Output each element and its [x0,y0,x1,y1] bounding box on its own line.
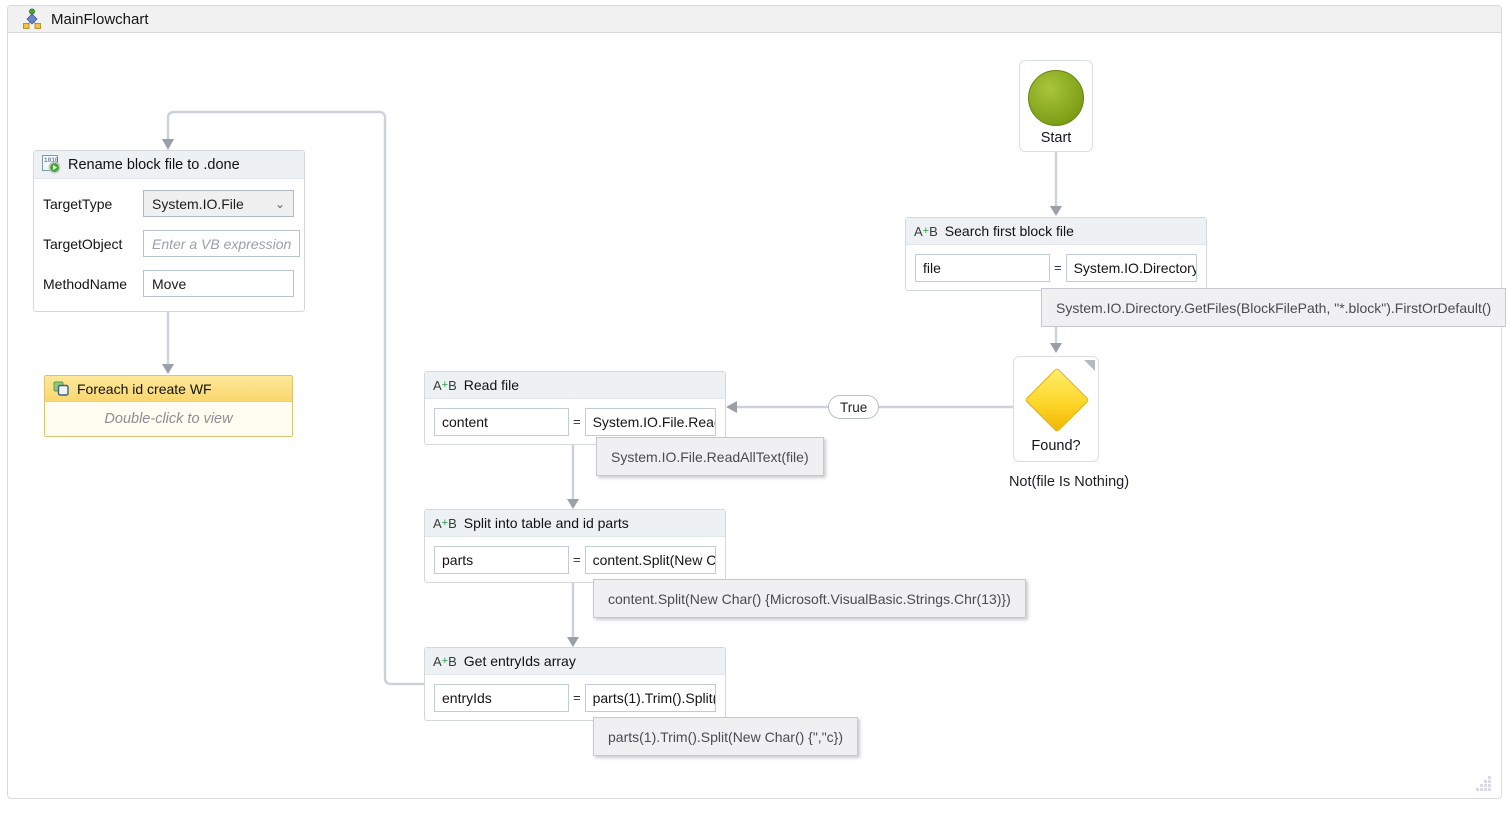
resize-grip[interactable] [1475,775,1493,793]
connector-rename-to-foreach[interactable] [162,312,174,374]
expression-tooltip-search: System.IO.Directory.GetFiles(BlockFilePa… [1041,288,1507,327]
target-object-field[interactable]: Enter a VB expression [143,230,301,257]
collapse-corner-icon[interactable] [1084,360,1095,371]
decision-condition-text: Not(file Is Nothing) [1008,474,1130,490]
assign-to-field[interactable]: file [915,253,1050,282]
decision-label: Found? [1031,438,1081,454]
method-name-label: MethodName [43,275,128,292]
assign-title: Get entryIds array [463,653,576,669]
assign-node-split-parts[interactable]: A+B Split into table and id parts parts … [424,509,726,583]
foreach-title: Foreach id create WF [77,380,212,397]
branch-true-label: True [828,395,880,419]
assign-value-field[interactable]: content.Split(New Char() {Microsoft.Visu… [584,545,716,574]
assign-icon: A+B [433,515,457,531]
flowchart-title: MainFlowchart [51,10,149,28]
assign-title: Read file [463,377,520,393]
connector-start-to-search[interactable] [1050,152,1062,216]
foreach-collapsed-hint[interactable]: Double-click to view [45,402,292,436]
assign-node-read-file[interactable]: A+B Read file content = System.IO.File.R… [424,371,726,445]
decision-diamond-icon [1024,367,1090,433]
expression-tooltip-read: System.IO.File.ReadAllText(file) [596,437,824,476]
decision-node-found[interactable]: Found? [1013,356,1099,462]
assign-icon: A+B [433,653,457,669]
invoke-method-title: Rename block file to .done [68,156,240,173]
flowchart-icon [23,8,41,29]
assign-to-field[interactable]: parts [434,545,569,574]
equals-sign: = [573,690,581,705]
assign-icon: A+B [914,223,938,239]
target-type-dropdown[interactable]: System.IO.File ⌄ [143,190,294,217]
method-name-field[interactable]: Move [143,270,294,297]
connector-entryids-to-rename-loop[interactable] [162,110,424,686]
assign-value-field[interactable]: parts(1).Trim().Split(New Char() {","c}) [584,683,716,712]
foreach-node-create-wf[interactable]: Foreach id create WF Double-click to vie… [44,375,293,437]
assign-value-field[interactable]: System.IO.File.ReadAllText(file) [584,407,716,436]
assign-to-field[interactable]: entryIds [434,683,569,712]
flowchart-breadcrumb[interactable]: MainFlowchart [8,6,1501,33]
invoke-method-icon: 1010 [42,155,61,174]
equals-sign: = [1054,260,1062,275]
connector-split-to-entryids[interactable] [567,583,579,647]
invoke-method-node-rename[interactable]: 1010 Rename block file to .done TargetTy… [33,150,305,312]
svg-text:1010: 1010 [44,157,59,164]
connector-read-to-split[interactable] [567,445,579,509]
assign-icon: A+B [433,377,457,393]
start-icon [1028,70,1084,126]
assign-title: Split into table and id parts [463,515,629,531]
expression-tooltip-entryids: parts(1).Trim().Split(New Char() {","c}) [593,717,858,756]
target-object-label: TargetObject [43,235,123,252]
start-label: Start [1040,130,1072,146]
assign-title: Search first block file [944,223,1074,239]
expression-tooltip-split: content.Split(New Char() {Microsoft.Visu… [593,579,1026,618]
equals-sign: = [573,414,581,429]
invoke-workflow-icon [53,381,69,396]
assign-value-field[interactable]: System.IO.Directory.GetFiles(BlockFilePa… [1065,253,1197,282]
assign-node-search-first-block-file[interactable]: A+B Search first block file file = Syste… [905,217,1207,291]
equals-sign: = [573,552,581,567]
assign-to-field[interactable]: content [434,407,569,436]
start-node[interactable]: Start [1019,60,1093,152]
assign-node-get-entryids[interactable]: A+B Get entryIds array entryIds = parts(… [424,647,726,721]
chevron-down-icon: ⌄ [274,196,285,211]
target-type-label: TargetType [43,195,113,212]
